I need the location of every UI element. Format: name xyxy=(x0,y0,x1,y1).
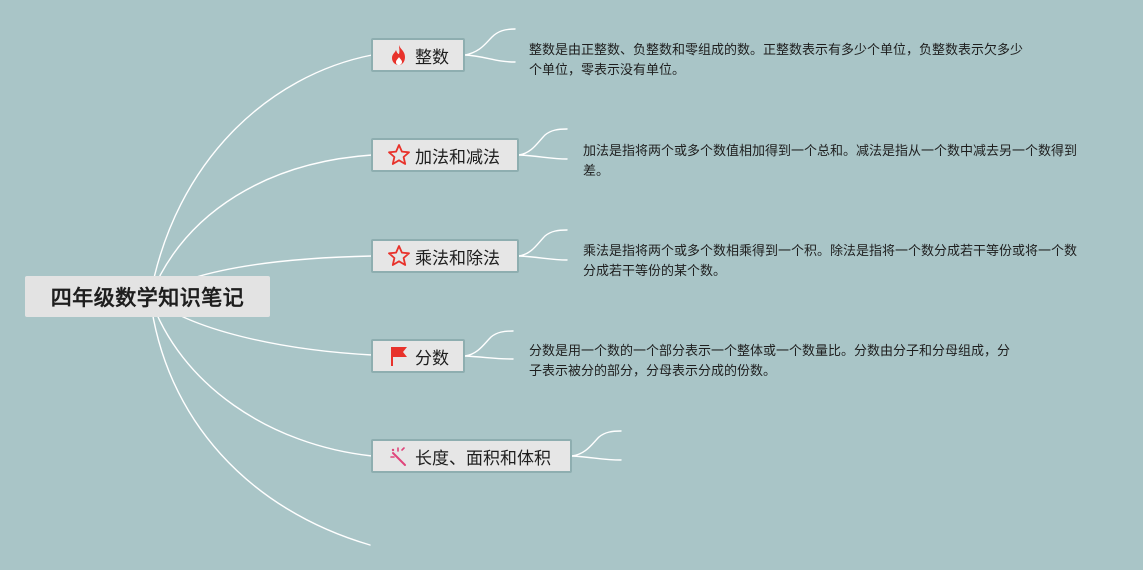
connector-root-extra xyxy=(149,296,371,546)
connector-root-topic-1 xyxy=(149,54,373,298)
connector-topic-5-to-desc-lower xyxy=(571,455,622,461)
topic-addition-subtraction[interactable]: 加法和减法 xyxy=(371,138,519,172)
connector-topic-5-to-desc xyxy=(571,430,622,457)
connector-topic-3-to-desc-lower xyxy=(518,255,568,261)
connector-topic-2-to-desc-lower xyxy=(518,154,568,160)
topic-addition-subtraction-description: 加法是指将两个或多个数值相加得到一个总和。减法是指从一个数中减去另一个数得到差。 xyxy=(583,144,1078,179)
connector-topic-4-to-desc xyxy=(464,330,514,357)
root-topic-label: 四年级数学知识笔记 xyxy=(50,285,245,310)
root-topic[interactable]: 四年级数学知识笔记 xyxy=(25,276,270,317)
connector-topic-1-to-desc-lower xyxy=(464,54,516,63)
fire-icon xyxy=(387,43,411,67)
topic-addition-subtraction-label: 加法和减法 xyxy=(415,147,500,168)
topic-multiplication-division-description: 乘法是指将两个或多个数相乘得到一个积。除法是指将一个数分成若干等份或将一个数分成… xyxy=(583,244,1078,279)
topic-fractions-label: 分数 xyxy=(415,348,449,369)
flag-icon xyxy=(387,344,411,368)
connector-root-topic-2 xyxy=(149,154,373,298)
topic-fractions[interactable]: 分数 xyxy=(371,339,465,373)
topic-multiplication-division-label: 乘法和除法 xyxy=(415,248,500,269)
connector-root-topic-5 xyxy=(149,296,373,457)
connector-topic-1-to-desc xyxy=(464,28,516,56)
connector-topic-4-to-desc-lower xyxy=(464,355,514,360)
topic-integers-description: 整数是由正整数、负整数和零组成的数。正整数表示有多少个单位，负整数表示欠多少个单… xyxy=(529,43,1024,78)
topic-integers[interactable]: 整数 xyxy=(371,38,465,72)
connector-topic-2-to-desc xyxy=(518,128,568,156)
magic-wand-icon xyxy=(387,444,411,468)
topic-multiplication-division[interactable]: 乘法和除法 xyxy=(371,239,519,273)
topic-fractions-description: 分数是用一个数的一个部分表示一个整体或一个数量比。分数由分子和分母组成，分子表示… xyxy=(529,344,1011,379)
star-outline-icon xyxy=(387,143,411,167)
connector-topic-3-to-desc xyxy=(518,229,568,257)
topic-length-area-volume-label: 长度、面积和体积 xyxy=(415,448,551,469)
topic-integers-label: 整数 xyxy=(415,47,449,68)
star-outline-icon xyxy=(387,244,411,268)
topic-length-area-volume[interactable]: 长度、面积和体积 xyxy=(371,439,572,473)
